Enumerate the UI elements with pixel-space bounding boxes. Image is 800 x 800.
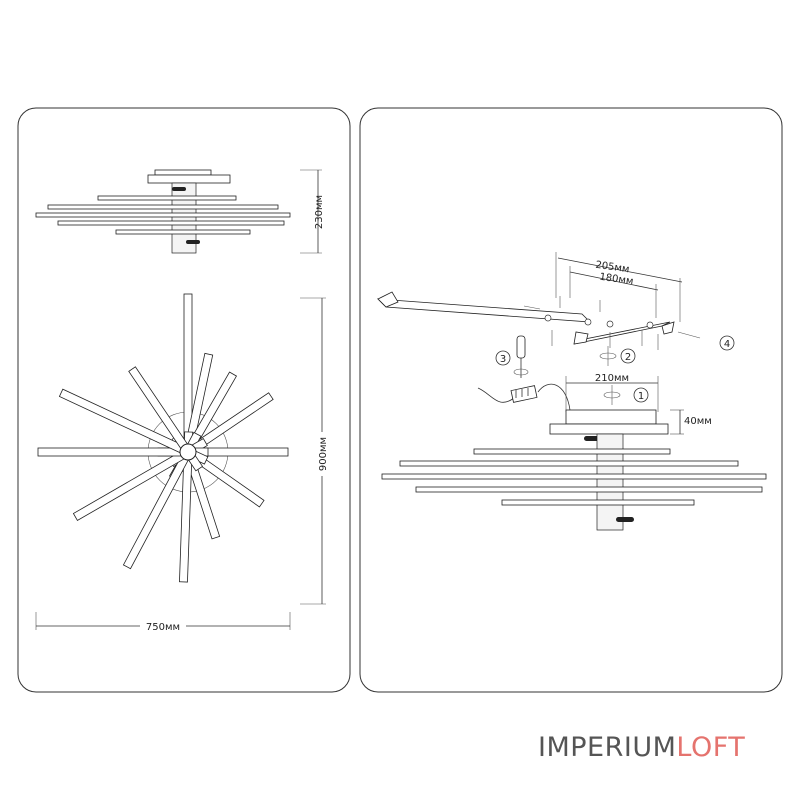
bar-5 [501,499,695,506]
side-knob-top [172,187,186,191]
dim-width-front: 750мм [146,622,180,633]
dim-mount-spacing: 210мм [595,373,629,384]
side-knob-bottom [186,240,200,244]
step-1-label: 1 [638,391,644,402]
front-view-drawing [35,293,326,630]
bar-1 [473,448,671,455]
side-bar-3 [35,212,291,218]
bar-3 [381,473,767,480]
canopy-top [565,409,657,425]
step-markers [495,335,735,403]
dim-height-side: 230мм [314,195,325,229]
rotate-arrow-icon [599,346,621,405]
brand-part2: LOFT [676,732,746,763]
dim-bracket-outer: 205мм [595,260,630,276]
bar-4 [415,486,763,493]
side-view-drawing [35,169,322,254]
side-bar-2 [47,204,279,210]
canopy-assembly [381,409,767,531]
side-bar-4 [57,220,285,226]
stem [596,433,624,531]
side-bar-5 [115,229,251,235]
brand-part1: IMPERIUM [538,732,677,763]
dim-bracket-inner: 180мм [599,272,634,288]
side-canopy [147,174,231,184]
dim-canopy-height: 40мм [684,416,712,427]
front-center-hub [179,443,197,461]
brand-logo: IMPERIUMLOFT [538,732,745,763]
terminal-block [477,383,571,411]
dim-height-front: 900мм [318,437,329,471]
step-2-label: 2 [625,352,631,363]
mounting-bracket [376,252,701,350]
side-canopy-top [154,169,212,176]
right-panel [359,107,783,693]
side-bar-1 [97,195,237,201]
screwdriver-icon [513,335,529,378]
step-3-label: 3 [500,354,506,365]
canopy-base [549,423,669,435]
bar-2 [399,460,739,467]
step-4-label: 4 [724,339,730,350]
